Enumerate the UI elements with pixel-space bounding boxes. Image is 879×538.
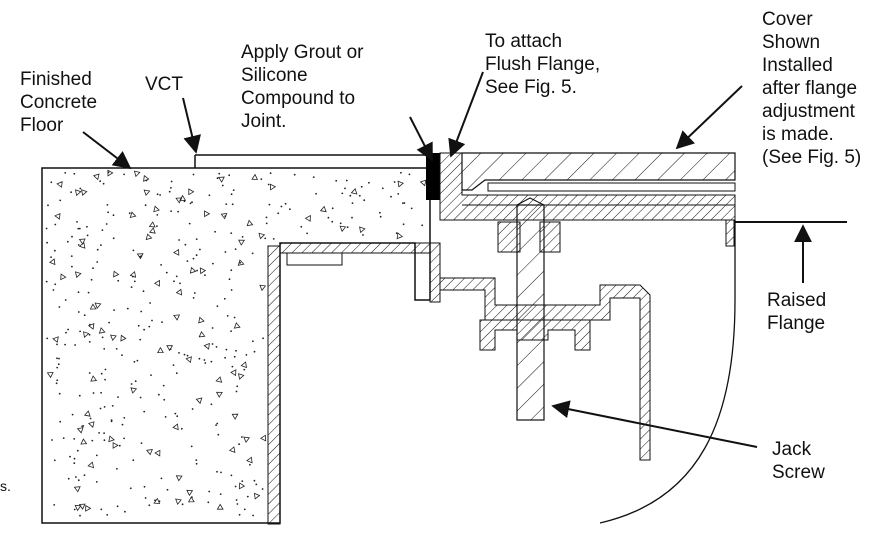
- label-jack-screw: Jack Screw: [772, 439, 825, 483]
- drain-body-lip: [414, 242, 441, 303]
- leader-grout: [409, 116, 433, 162]
- leader-jack-screw: [551, 400, 758, 448]
- drain-body-flange: [279, 242, 416, 254]
- jack-screw-tip: [516, 197, 545, 206]
- concrete-aggregate: [45, 169, 427, 517]
- leader-cover: [675, 85, 743, 150]
- label-finished-concrete-floor: Finished Concrete Floor: [20, 69, 98, 136]
- leader-vct: [182, 97, 201, 154]
- cover-plate-inner: [487, 182, 736, 192]
- label-apply-grout: Apply Grout or Silicone Compound to Join…: [241, 42, 364, 132]
- label-raised-flange: Raised Flange: [767, 290, 827, 334]
- concrete-slab: [41, 167, 431, 524]
- leader-finished-floor: [82, 131, 132, 170]
- bucket-cup: [479, 319, 591, 351]
- grout-joint: [426, 153, 440, 200]
- cover-plate: [461, 152, 736, 191]
- label-vct: VCT: [145, 74, 183, 95]
- leader-flush-flange: [448, 71, 484, 158]
- bucket-bracket: [439, 277, 651, 461]
- flange-clip: [725, 219, 735, 247]
- label-cover-shown: Cover Shown Installed after flange adjus…: [762, 9, 862, 168]
- label-cut-off-text: s.: [0, 478, 11, 494]
- label-to-attach-flush-flange: To attach Flush Flange, See Fig. 5.: [485, 31, 601, 98]
- drain-body-inner: [286, 252, 343, 266]
- drain-body-outer-curve: [599, 220, 736, 524]
- drain-body-wall: [267, 245, 281, 525]
